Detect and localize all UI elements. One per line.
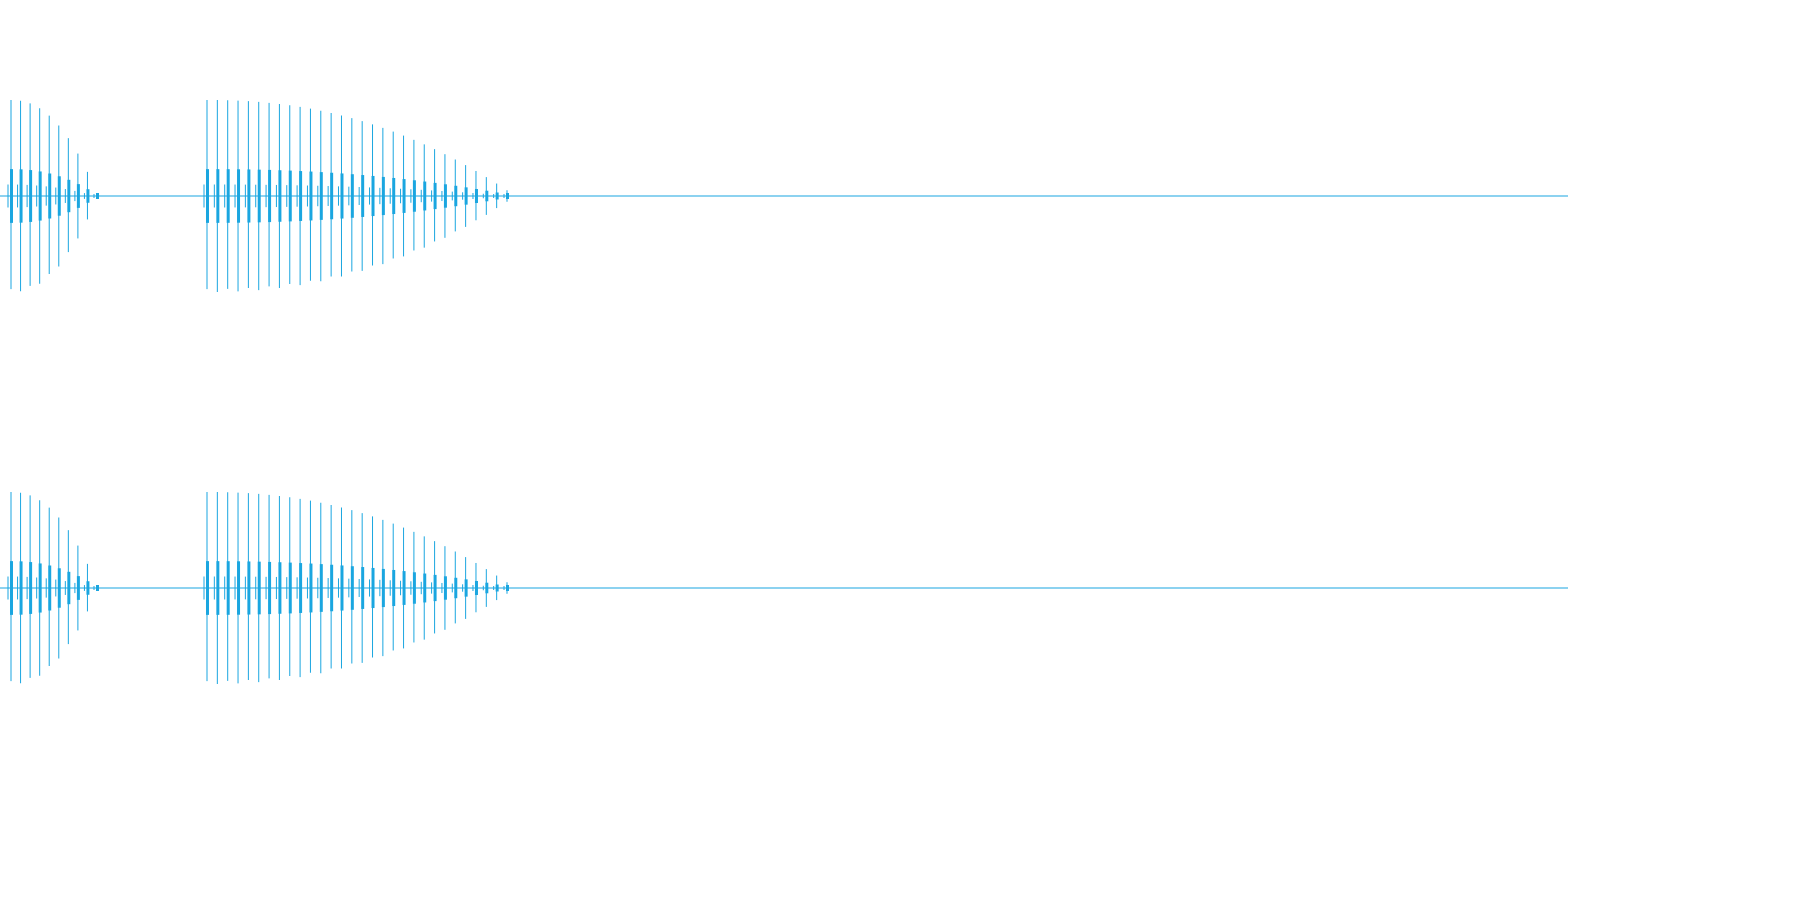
waveform-click-ring	[216, 169, 220, 223]
waveform-click-ring	[350, 174, 354, 218]
waveform-click-ring	[433, 574, 437, 602]
waveform-click-ring	[423, 181, 427, 211]
waveform-click-ring	[443, 184, 447, 208]
waveform-click-ring	[485, 190, 489, 202]
waveform-click-ring	[371, 567, 375, 609]
waveform-click-ring	[206, 561, 209, 615]
waveform-click-ring	[412, 572, 416, 604]
waveform-click-ring	[506, 193, 509, 199]
waveform-channel-2	[0, 492, 1568, 684]
waveform-click-ring	[38, 563, 42, 613]
waveform-click-ring	[257, 561, 261, 615]
waveform-click-ring	[96, 193, 99, 199]
waveform-click-ring	[309, 171, 313, 221]
waveform-click-ring	[309, 563, 313, 613]
waveform-click-ring	[506, 585, 509, 591]
waveform-click-ring	[19, 169, 23, 223]
waveform-click-ring	[76, 576, 80, 600]
waveform-click-ring	[257, 169, 261, 223]
waveform-click-ring	[340, 173, 344, 219]
waveform-click-ring	[268, 169, 272, 223]
waveform-click-ring	[247, 561, 251, 615]
waveform-click-ring	[485, 582, 489, 594]
waveform-click-ring	[226, 169, 230, 223]
waveform-click-ring	[474, 188, 478, 204]
waveform-click-ring	[454, 577, 458, 599]
waveform-click-ring	[299, 563, 303, 613]
waveform-click-ring	[423, 573, 427, 603]
waveform-click-ring	[361, 567, 365, 609]
waveform-click-ring	[29, 562, 33, 614]
waveform-click-ring	[495, 192, 499, 200]
waveform-burst	[203, 100, 509, 292]
waveform-click-ring	[86, 189, 90, 203]
waveform-click-ring	[361, 175, 365, 217]
waveform-click-ring	[464, 579, 468, 597]
waveform-click-ring	[38, 171, 42, 221]
waveform-click-ring	[48, 565, 52, 611]
waveform-click-ring	[319, 172, 323, 220]
waveform-click-ring	[340, 565, 344, 611]
waveform-burst	[7, 100, 99, 292]
waveform-click-ring	[10, 169, 13, 223]
waveform-click-ring	[206, 169, 209, 223]
waveform-click-ring	[443, 576, 447, 600]
waveform-click-ring	[268, 561, 272, 615]
waveform-burst	[7, 492, 99, 684]
waveform-click-ring	[237, 169, 241, 223]
waveform-click-ring	[464, 187, 468, 205]
waveform-click-ring	[288, 562, 292, 614]
waveform-click-ring	[247, 169, 251, 223]
waveform-click-ring	[96, 585, 99, 591]
waveform-click-ring	[57, 568, 61, 608]
waveform-click-ring	[216, 561, 220, 615]
waveform-click-ring	[495, 584, 499, 592]
waveform-channel-1	[0, 100, 1568, 292]
waveform-click-ring	[29, 170, 33, 222]
waveform-click-ring	[433, 182, 437, 210]
waveform-click-ring	[392, 177, 396, 215]
waveform-click-ring	[288, 170, 292, 222]
waveform-click-ring	[278, 562, 282, 614]
waveform-click-ring	[19, 561, 23, 615]
waveform-click-ring	[278, 170, 282, 222]
waveform-click-ring	[402, 571, 406, 605]
waveform-click-ring	[86, 581, 90, 595]
waveform-burst	[203, 492, 509, 684]
waveform-click-ring	[350, 566, 354, 610]
waveform-click-ring	[381, 568, 385, 608]
waveform-click-ring	[454, 185, 458, 207]
waveform-click-ring	[330, 564, 334, 612]
waveform-click-ring	[392, 569, 396, 607]
waveform-click-ring	[371, 175, 375, 217]
waveform-click-ring	[76, 184, 80, 208]
waveform-click-ring	[402, 179, 406, 213]
waveform-click-ring	[57, 176, 61, 216]
waveform-click-ring	[226, 561, 230, 615]
waveform-click-ring	[299, 171, 303, 221]
waveform-click-ring	[67, 571, 71, 605]
waveform-click-ring	[237, 561, 241, 615]
waveform-click-ring	[381, 176, 385, 216]
waveform-click-ring	[474, 580, 478, 596]
waveform-click-ring	[412, 180, 416, 212]
waveform-click-ring	[319, 564, 323, 612]
waveform-click-ring	[67, 179, 71, 213]
waveform-click-ring	[10, 561, 13, 615]
waveform-click-ring	[48, 173, 52, 219]
waveform-click-ring	[330, 172, 334, 220]
